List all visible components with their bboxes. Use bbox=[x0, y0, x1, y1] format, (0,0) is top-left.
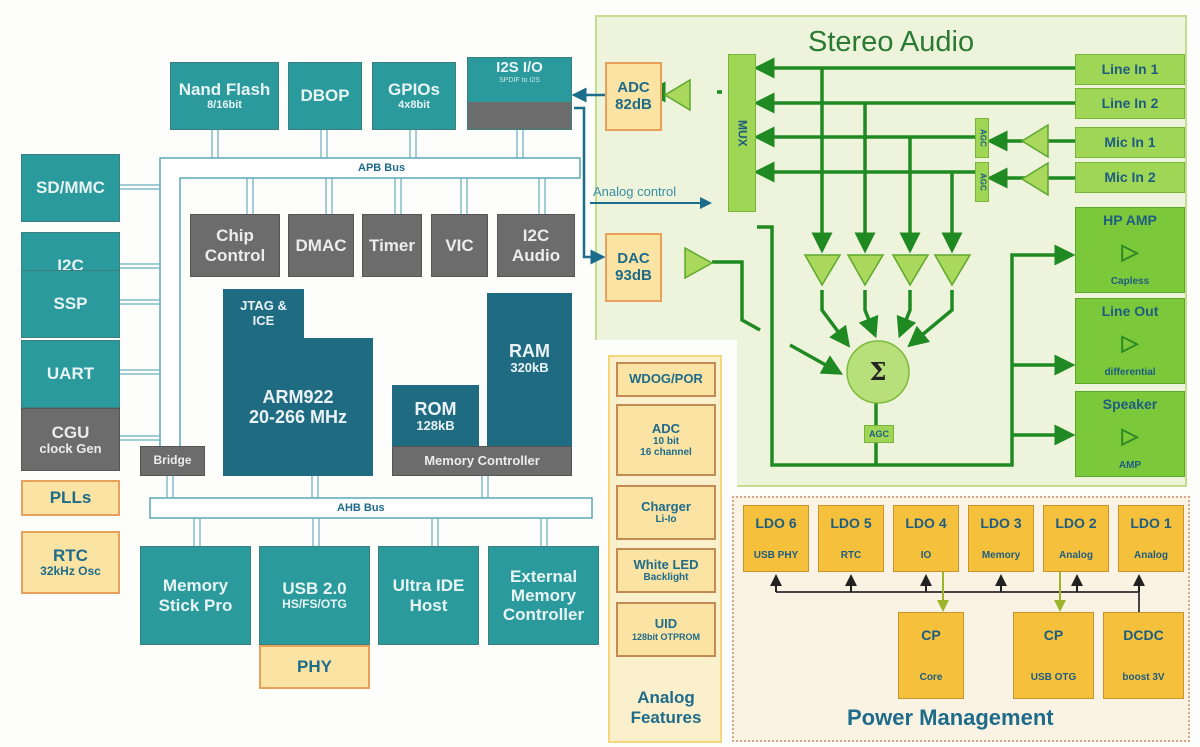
amp-icon: ▷ bbox=[1121, 422, 1139, 448]
plls-block[interactable]: PLLs bbox=[21, 480, 120, 516]
charger-block[interactable]: Charger Li-Io bbox=[616, 485, 716, 540]
stereo-audio-title: Stereo Audio bbox=[808, 26, 975, 58]
speaker-amp-block[interactable]: Speaker ▷ AMP bbox=[1075, 391, 1185, 477]
mic-in-2-block[interactable]: Mic In 2 bbox=[1075, 162, 1185, 193]
timer-block[interactable]: Timer bbox=[362, 214, 422, 277]
cgu-block[interactable]: CGU clock Gen bbox=[21, 408, 120, 471]
line-in-2-block[interactable]: Line In 2 bbox=[1075, 88, 1185, 119]
rtc-block[interactable]: RTC 32kHz Osc bbox=[21, 531, 120, 594]
analog-features-title: Analog Features bbox=[630, 688, 702, 727]
power-management-title: Power Management bbox=[847, 705, 1054, 730]
sd-mmc-block[interactable]: SD/MMC bbox=[21, 154, 120, 222]
analog-adc-block[interactable]: ADC 10 bit 16 channel bbox=[616, 404, 716, 476]
mic-in-1-block[interactable]: Mic In 1 bbox=[1075, 127, 1185, 158]
usb-2-block[interactable]: USB 2.0 HS/FS/OTG bbox=[259, 546, 370, 645]
apb-bus-label: APB Bus bbox=[358, 162, 406, 174]
line-in-1-block[interactable]: Line In 1 bbox=[1075, 54, 1185, 85]
rom-block[interactable]: ROM 128kB bbox=[392, 385, 479, 447]
sum-symbol: Σ bbox=[869, 356, 887, 386]
amp-icon: ▷ bbox=[1121, 329, 1139, 355]
vic-block[interactable]: VIC bbox=[431, 214, 488, 277]
ahb-bus-label: AHB Bus bbox=[337, 502, 385, 514]
external-memory-controller-block[interactable]: External Memory Controller bbox=[488, 546, 599, 645]
dbop-block[interactable]: DBOP bbox=[288, 62, 362, 130]
output-agc-block[interactable]: AGC bbox=[864, 425, 894, 443]
bridge-block[interactable]: Bridge bbox=[140, 446, 205, 476]
line-out-block[interactable]: Line Out ▷ differential bbox=[1075, 298, 1185, 384]
ram-block[interactable]: RAM 320kB bbox=[487, 293, 572, 448]
mic2-agc-block[interactable]: AGC bbox=[975, 162, 989, 202]
mic1-agc-block[interactable]: AGC bbox=[975, 118, 989, 158]
memory-controller-block[interactable]: Memory Controller bbox=[392, 446, 572, 476]
uart-block[interactable]: UART bbox=[21, 340, 120, 408]
arm922-cpu-block[interactable]: ARM922 20-266 MHz bbox=[223, 338, 373, 476]
gpios-block[interactable]: GPIOs 4x8bit bbox=[372, 62, 456, 130]
uid-block[interactable]: UID 128bit OTPROM bbox=[616, 602, 716, 657]
phy-block[interactable]: PHY bbox=[259, 645, 370, 689]
memory-stick-pro-block[interactable]: Memory Stick Pro bbox=[140, 546, 251, 645]
audio-adc-block[interactable]: ADC 82dB bbox=[605, 62, 662, 131]
analog-control-label: Analog control bbox=[593, 184, 677, 199]
i2s-io-block[interactable]: I2S I/O SPDIF to I2S bbox=[467, 57, 572, 130]
chip-control-block[interactable]: Chip Control bbox=[190, 214, 280, 277]
white-led-block[interactable]: White LED Backlight bbox=[616, 548, 716, 593]
jtag-ice-block[interactable]: JTAG & ICE bbox=[223, 289, 304, 339]
dmac-block[interactable]: DMAC bbox=[288, 214, 354, 277]
audio-dac-block[interactable]: DAC 93dB bbox=[605, 233, 662, 302]
ultra-ide-host-block[interactable]: Ultra IDE Host bbox=[378, 546, 479, 645]
hp-amp-block[interactable]: HP AMP ▷ Capless bbox=[1075, 207, 1185, 293]
wdog-por-block[interactable]: WDOG/POR bbox=[616, 362, 716, 397]
mux-block[interactable]: MUX bbox=[728, 54, 756, 212]
ssp-block[interactable]: SSP bbox=[21, 270, 120, 338]
nand-flash-block[interactable]: Nand Flash 8/16bit bbox=[170, 62, 279, 130]
amp-icon: ▷ bbox=[1121, 238, 1139, 264]
i2c-audio-block[interactable]: I2C Audio bbox=[497, 214, 575, 277]
